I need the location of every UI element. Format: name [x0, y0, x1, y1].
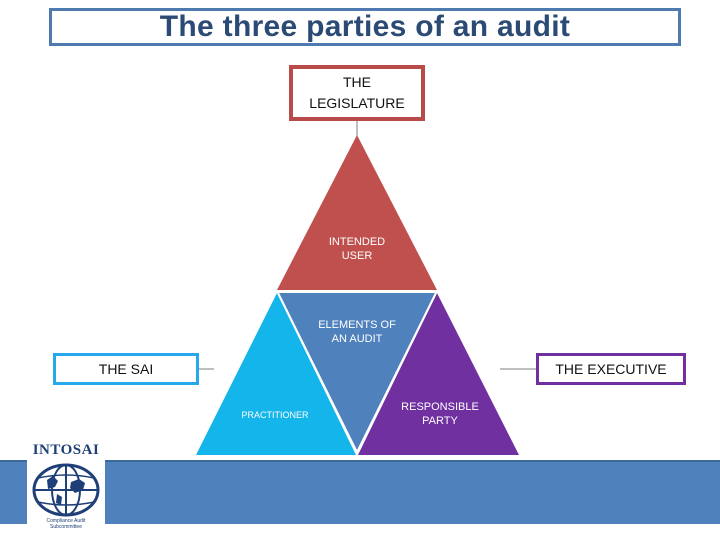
globe-icon	[32, 463, 100, 517]
logo-name: INTOSAI	[32, 442, 100, 458]
practitioner-triangle	[196, 293, 356, 455]
intended-user-label: INTENDED USER	[328, 236, 386, 262]
executive-box: THE EXECUTIVE	[536, 353, 686, 385]
responsible-party-triangle	[358, 293, 519, 455]
slide-title: The three parties of an audit	[159, 10, 571, 43]
responsible-party-label: RESPONSIBLE PARTY	[401, 401, 479, 427]
elements-of-audit-label: ELEMENTS OF AN AUDIT	[318, 319, 396, 345]
practitioner-label: PRACTITIONER	[241, 410, 309, 420]
intended-user-triangle	[277, 135, 437, 290]
elements-of-audit-triangle	[279, 293, 435, 450]
logo-subtitle: Compliance Audit Subcommittee	[46, 518, 86, 530]
footer-bar	[0, 460, 720, 524]
legislature-box: THE LEGISLATURE	[289, 65, 425, 121]
title-box: The three parties of an audit	[49, 8, 681, 46]
intosai-logo: INTOSAI Compliance Audit Subcommittee	[27, 440, 105, 536]
sai-box: THE SAI	[53, 353, 199, 385]
